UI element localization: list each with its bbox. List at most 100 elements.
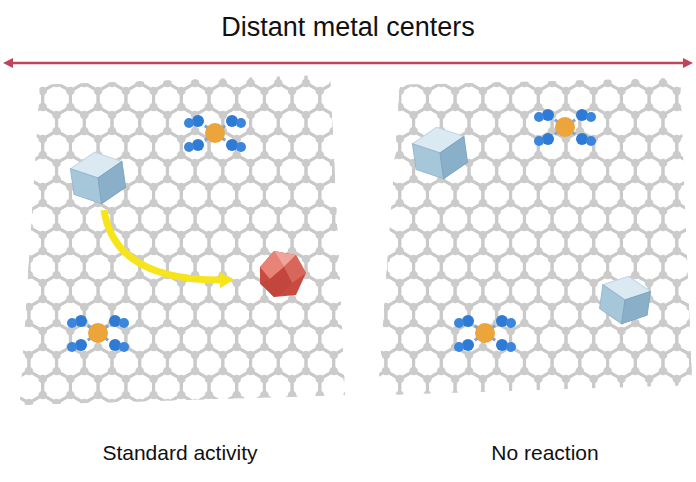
illustration-part — [388, 115, 391, 131]
illustration-part — [205, 247, 214, 256]
illustration-part — [361, 347, 375, 355]
illustration-part — [15, 419, 29, 427]
illustration-part — [348, 179, 362, 187]
illustration-part — [348, 323, 362, 331]
illustration-part — [292, 443, 306, 451]
illustration-part — [334, 107, 348, 115]
illustration-part — [329, 303, 338, 312]
illustration-part — [249, 403, 252, 419]
illustration-part — [124, 427, 127, 443]
illustration-part — [177, 343, 186, 352]
illustration-part — [94, 343, 103, 352]
illustration-part — [149, 423, 158, 432]
illustration-part — [306, 419, 320, 427]
illustration-part — [191, 303, 200, 312]
illustration-part — [346, 331, 349, 347]
illustration-part — [94, 423, 103, 432]
illustration-part — [361, 299, 375, 307]
illustration-part — [205, 375, 214, 384]
illustration-part — [332, 115, 335, 131]
illustration-part — [14, 379, 17, 395]
illustration-part — [43, 419, 57, 427]
illustration-part — [361, 203, 375, 211]
illustration-part — [209, 419, 223, 427]
illustration-part — [302, 303, 311, 312]
illustration-part — [320, 59, 334, 67]
illustration-part — [38, 199, 47, 208]
illustration-part — [263, 427, 266, 443]
illustration-part — [191, 159, 200, 168]
illustration-part — [149, 247, 158, 256]
illustration-part — [122, 39, 131, 48]
illustration-part — [11, 343, 20, 352]
illustration-part — [263, 43, 266, 59]
illustration-part — [180, 427, 183, 443]
illustration-part — [277, 403, 280, 419]
illustration-part — [274, 207, 283, 216]
illustration-part — [154, 59, 168, 67]
lattice-atoms — [0, 31, 407, 456]
illustration-part — [38, 87, 47, 96]
illustration-part — [149, 135, 158, 144]
illustration-part — [70, 443, 84, 451]
illustration-part — [219, 175, 228, 184]
illustration-part — [177, 327, 186, 336]
illustration-part — [124, 43, 127, 59]
illustration-part — [302, 223, 311, 232]
illustration-part — [15, 131, 29, 139]
illustration-part — [332, 67, 335, 83]
illustration-part — [163, 223, 172, 232]
illustration-part — [360, 211, 363, 227]
illustration-part — [15, 155, 29, 163]
illustration-part — [1, 251, 15, 259]
illustration-part — [163, 159, 172, 168]
illustration-part — [260, 231, 269, 240]
illustration-part — [1, 371, 15, 379]
illustration-part — [70, 419, 84, 427]
illustration-part — [0, 115, 3, 131]
illustration-part — [1, 347, 15, 355]
illustration-part — [97, 43, 100, 59]
illustration-part — [346, 427, 349, 443]
illustration-part — [135, 351, 144, 360]
illustration-part — [302, 159, 311, 168]
illustration-part — [80, 207, 89, 216]
illustration-part — [11, 391, 20, 400]
illustration-part — [140, 35, 154, 43]
illustration-part — [108, 79, 117, 88]
illustration-part — [388, 67, 391, 83]
illustration-part — [0, 115, 3, 131]
illustration-part — [223, 419, 237, 427]
illustration-part — [195, 35, 209, 43]
illustration-part — [25, 399, 34, 408]
illustration-part — [52, 319, 61, 328]
illustration-part — [149, 231, 158, 240]
illustration-part — [329, 175, 338, 184]
illustration-part — [205, 103, 214, 112]
illustration-part — [25, 415, 34, 424]
illustration-part — [94, 391, 103, 400]
illustration-part — [316, 391, 325, 400]
illustration-part — [94, 231, 103, 240]
illustration-part — [302, 319, 311, 328]
illustration-part — [108, 415, 117, 424]
illustration-part — [343, 343, 352, 352]
illustration-part — [111, 403, 114, 419]
illustration-part — [221, 403, 224, 419]
illustration-part — [374, 379, 377, 395]
illustration-part — [348, 83, 362, 91]
illustration-part — [94, 55, 103, 64]
illustration-part — [334, 395, 348, 403]
illustration-part — [389, 419, 403, 427]
illustration-part — [122, 103, 131, 112]
illustration-part — [361, 155, 375, 163]
illustration-part — [43, 59, 57, 67]
illustration-part — [343, 151, 352, 160]
illustration-part — [0, 419, 1, 427]
illustration-part — [83, 67, 86, 83]
illustration-part — [0, 163, 3, 179]
illustration-part — [111, 67, 114, 83]
illustration-part — [329, 127, 338, 136]
illustration-part — [361, 59, 375, 67]
illustration-part — [316, 151, 325, 160]
